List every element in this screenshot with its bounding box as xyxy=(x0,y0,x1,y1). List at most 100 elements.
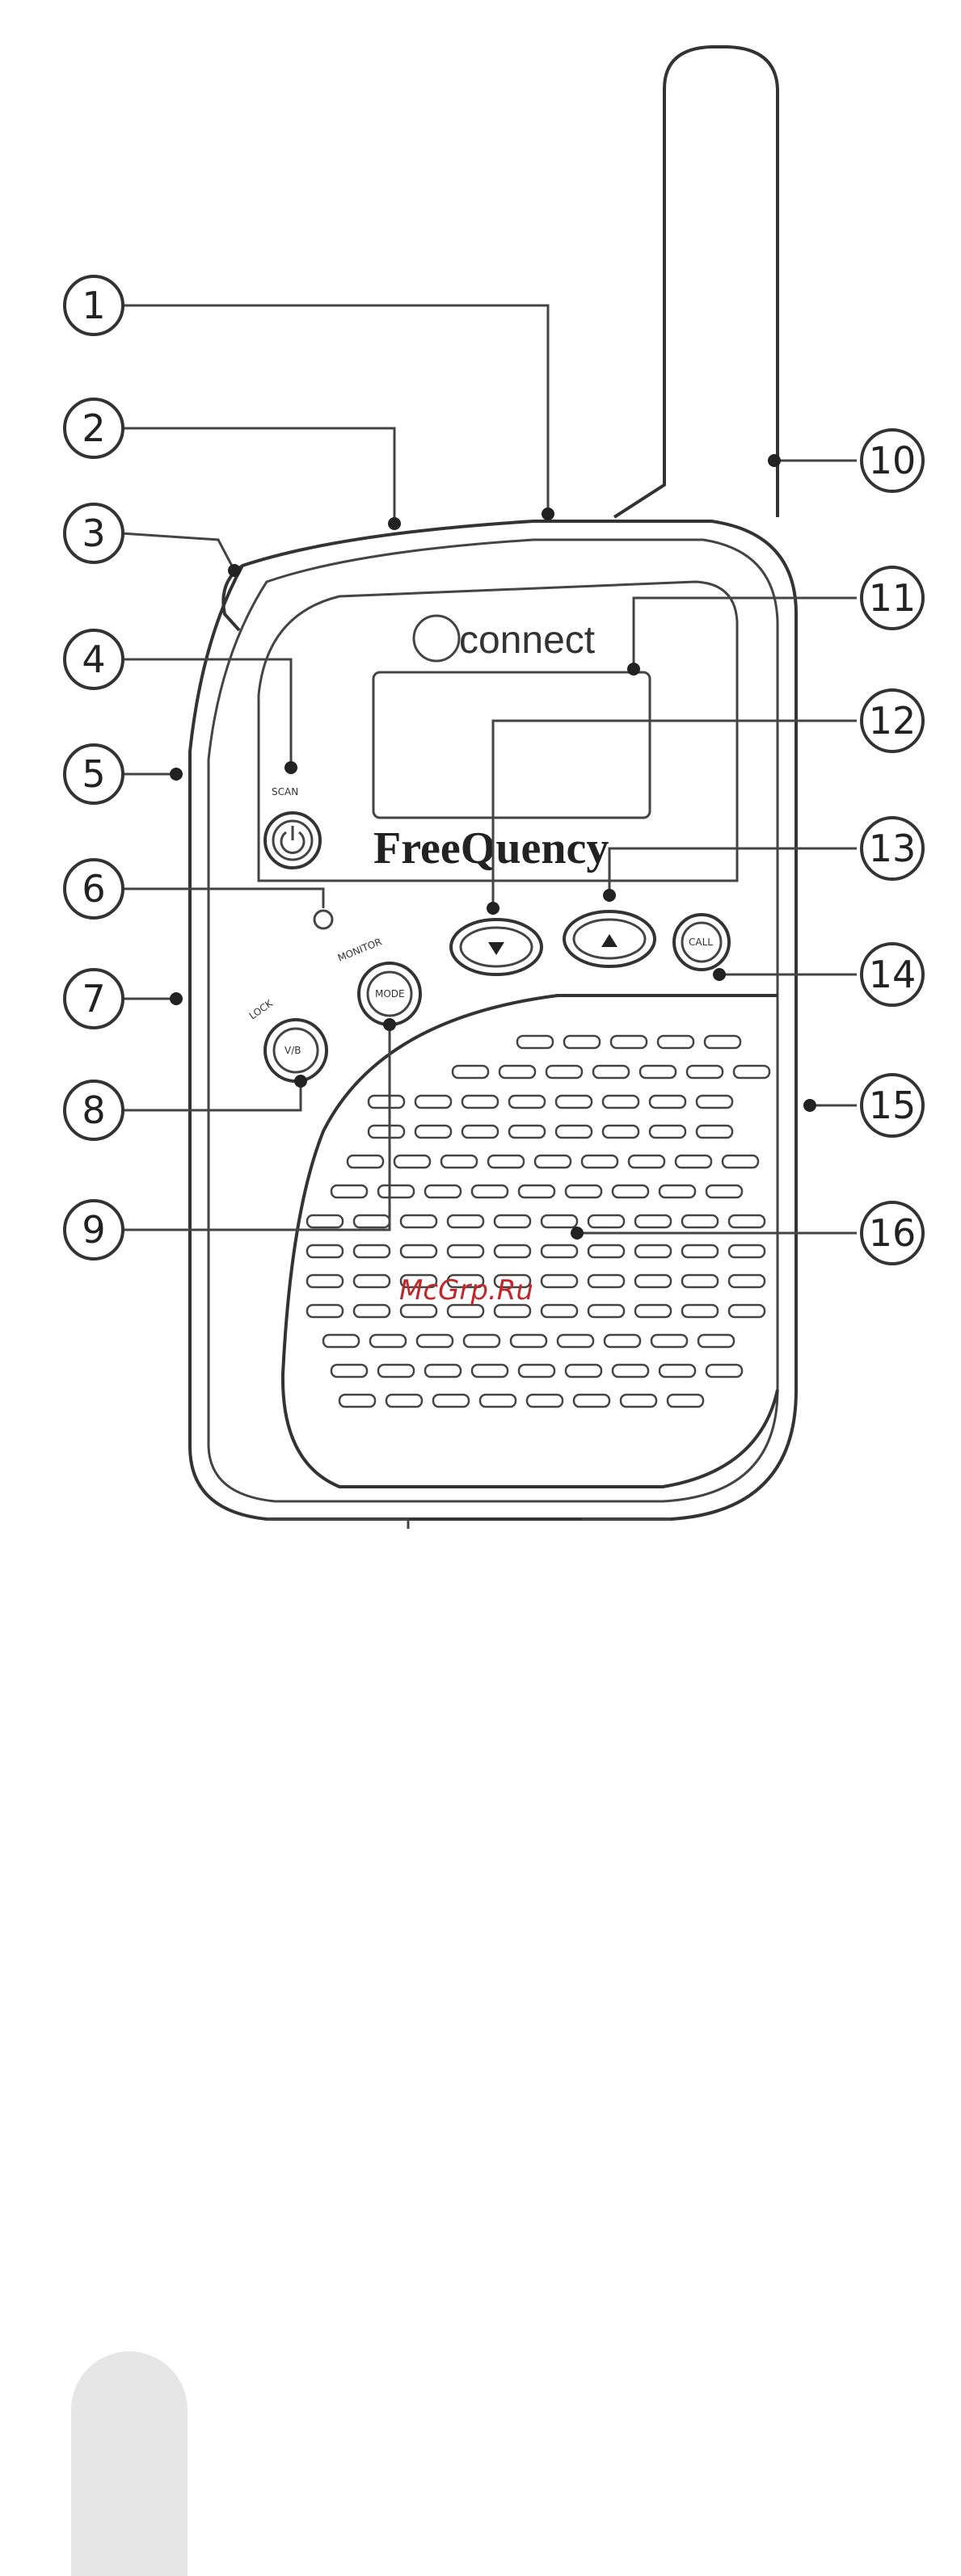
svg-text:14: 14 xyxy=(869,953,917,996)
leader-dot xyxy=(803,1099,816,1112)
speaker-slot xyxy=(417,1335,453,1347)
leader-dot xyxy=(571,1227,584,1240)
page-tab xyxy=(71,2351,188,2576)
speaker-slot xyxy=(687,1066,723,1078)
svg-text:7: 7 xyxy=(82,977,105,1021)
speaker-slot xyxy=(448,1215,483,1227)
leader-dot xyxy=(294,1075,307,1088)
speaker-slot xyxy=(635,1275,671,1287)
leader-line xyxy=(121,889,323,908)
callout-7: 7 xyxy=(65,970,123,1028)
callout-4: 4 xyxy=(65,630,123,688)
speaker-slot xyxy=(706,1365,742,1377)
speaker-slot xyxy=(676,1155,711,1168)
callout-2: 2 xyxy=(65,399,123,457)
speaker-slot xyxy=(566,1365,601,1377)
speaker-slot xyxy=(369,1126,404,1138)
speaker-slot xyxy=(472,1365,508,1377)
speaker-slot xyxy=(354,1275,390,1287)
leader-dot xyxy=(487,902,499,915)
call-button-label: CALL xyxy=(689,937,713,948)
brand-logo: connect xyxy=(459,619,595,662)
speaker-slot xyxy=(660,1365,695,1377)
speaker-slot xyxy=(307,1215,343,1227)
speaker-slot xyxy=(378,1365,414,1377)
callout-9: 9 xyxy=(65,1201,123,1259)
svg-text:9: 9 xyxy=(82,1208,105,1252)
speaker-slot xyxy=(682,1275,718,1287)
speaker-slot xyxy=(509,1096,545,1108)
speaker-slot xyxy=(441,1155,477,1168)
svg-text:2: 2 xyxy=(82,406,105,450)
speaker-slot xyxy=(378,1185,414,1198)
speaker-slot xyxy=(348,1155,383,1168)
svg-text:11: 11 xyxy=(869,576,917,620)
scan-button-label: SCAN xyxy=(272,786,298,798)
leader-dot xyxy=(768,454,781,467)
antenna xyxy=(614,47,778,517)
svg-text:10: 10 xyxy=(869,439,917,482)
speaker-slot xyxy=(425,1365,461,1377)
up-arrow-icon xyxy=(601,934,617,947)
callout-5: 5 xyxy=(65,745,123,803)
led-indicator xyxy=(314,911,332,928)
leader-line xyxy=(121,428,394,524)
speaker-slot xyxy=(307,1275,343,1287)
speaker-slot xyxy=(323,1335,359,1347)
speaker-slot xyxy=(682,1215,718,1227)
model-name: FreeQuency xyxy=(373,823,609,873)
speaker-slot xyxy=(462,1096,498,1108)
speaker-slot xyxy=(635,1215,671,1227)
speaker-slot xyxy=(682,1245,718,1257)
speaker-slot xyxy=(509,1126,545,1138)
speaker-slot xyxy=(611,1036,647,1048)
speaker-slot xyxy=(354,1215,390,1227)
speaker-slot xyxy=(660,1185,695,1198)
callout-15: 15 xyxy=(862,1075,923,1136)
svg-text:13: 13 xyxy=(869,827,917,870)
callout-8: 8 xyxy=(65,1081,123,1139)
speaker-slot xyxy=(640,1066,676,1078)
speaker-slot xyxy=(307,1245,343,1257)
leader-dot xyxy=(383,1018,396,1031)
watermark: McGrp.Ru xyxy=(399,1274,533,1307)
speaker-slot xyxy=(613,1185,648,1198)
speaker-slot xyxy=(603,1096,639,1108)
svg-text:5: 5 xyxy=(82,752,105,796)
lock-label: LOCK xyxy=(247,997,276,1021)
callout-14: 14 xyxy=(862,944,923,1005)
speaker-slot xyxy=(729,1215,765,1227)
speaker-slot xyxy=(495,1215,530,1227)
speaker-slot xyxy=(650,1126,685,1138)
leader-line xyxy=(121,305,548,514)
svg-text:4: 4 xyxy=(82,638,105,681)
speaker-slot xyxy=(705,1036,740,1048)
callout-11: 11 xyxy=(862,567,923,629)
speaker-grille xyxy=(307,1036,769,1407)
leader-dot xyxy=(627,663,640,676)
speaker-slot xyxy=(495,1245,530,1257)
speaker-slot xyxy=(564,1036,600,1048)
speaker-slot xyxy=(729,1245,765,1257)
speaker-slot xyxy=(425,1185,461,1198)
speaker-slot xyxy=(588,1275,624,1287)
speaker-slot xyxy=(480,1395,516,1407)
leader-line xyxy=(121,1081,301,1110)
speaker-slot xyxy=(635,1305,671,1317)
speaker-slot xyxy=(542,1245,577,1257)
speaker-slot xyxy=(535,1155,571,1168)
speaker-slot xyxy=(401,1245,436,1257)
speaker-slot xyxy=(369,1096,404,1108)
speaker-slot xyxy=(706,1185,742,1198)
callout-3: 3 xyxy=(65,504,123,562)
leader-line xyxy=(121,533,234,570)
callout-13: 13 xyxy=(862,818,923,879)
speaker-slot xyxy=(574,1395,609,1407)
speaker-slot xyxy=(464,1335,499,1347)
speaker-slot xyxy=(697,1096,732,1108)
speaker-slot xyxy=(542,1215,577,1227)
svg-text:15: 15 xyxy=(869,1084,917,1127)
callout-1: 1 xyxy=(65,276,123,335)
power-icon xyxy=(281,826,304,852)
speaker-slot xyxy=(629,1155,664,1168)
